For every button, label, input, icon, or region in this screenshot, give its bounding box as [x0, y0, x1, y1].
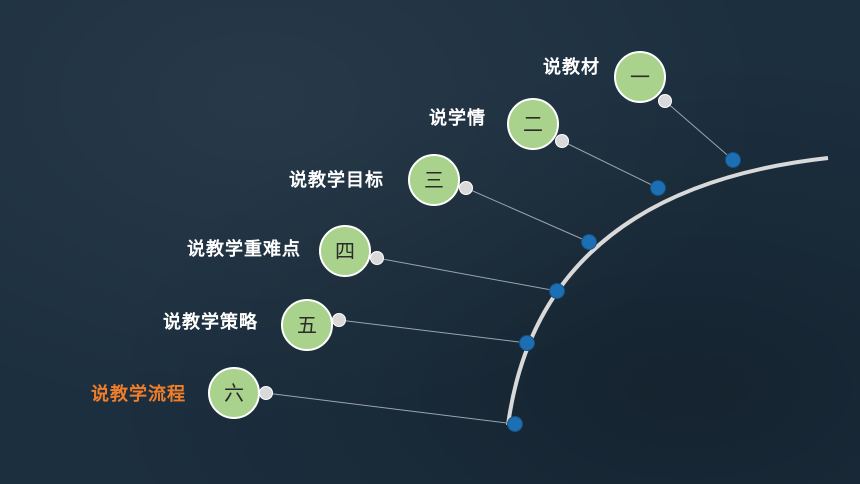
- outline-item-6: 六 说教学流程: [91, 367, 523, 432]
- outline-item-1: 一 说教材: [543, 51, 741, 168]
- outline-item-5: 五 说教学策略: [163, 299, 535, 351]
- arc-dot: [519, 335, 535, 351]
- arc-dot: [725, 152, 741, 168]
- connector-line: [376, 257, 558, 292]
- connector-line: [265, 392, 516, 425]
- item-label: 说教学重难点: [187, 238, 301, 260]
- numeral-text: 六: [224, 381, 244, 405]
- arc-dot: [549, 283, 565, 299]
- outline-item-2: 二 说学情: [429, 98, 666, 196]
- connector-line: [465, 187, 590, 243]
- numeral-circle: [408, 154, 460, 206]
- connector-dot: [459, 181, 473, 195]
- outline-item-3: 三 说教学目标: [289, 154, 597, 250]
- numeral-text: 二: [523, 112, 543, 136]
- numeral-circle: [614, 51, 666, 103]
- connector-dot: [370, 251, 384, 265]
- numeral-circle: [281, 299, 333, 351]
- numeral-text: 四: [335, 239, 355, 263]
- item-label: 说教学目标: [289, 169, 384, 191]
- connector-line: [338, 319, 528, 344]
- numeral-text: 五: [297, 313, 317, 337]
- connector-dot: [332, 313, 346, 327]
- connector-line: [561, 140, 659, 189]
- numeral-circle: [319, 225, 371, 277]
- connector-dot: [259, 386, 273, 400]
- numeral-text: 三: [424, 168, 444, 192]
- item-label: 说学情: [429, 107, 486, 129]
- curved-arc: [506, 156, 829, 426]
- arc-dot: [581, 234, 597, 250]
- item-label: 说教学策略: [163, 311, 258, 333]
- connector-line: [664, 100, 734, 161]
- outline-item-4: 四 说教学重难点: [187, 225, 565, 299]
- connector-dot: [555, 134, 569, 148]
- arc-dot: [650, 180, 666, 196]
- numeral-text: 一: [630, 65, 650, 89]
- numeral-circle: [507, 98, 559, 150]
- item-label: 说教学流程: [91, 383, 186, 405]
- arc-dot: [507, 416, 523, 432]
- item-label: 说教材: [543, 56, 600, 78]
- connector-dot: [658, 94, 672, 108]
